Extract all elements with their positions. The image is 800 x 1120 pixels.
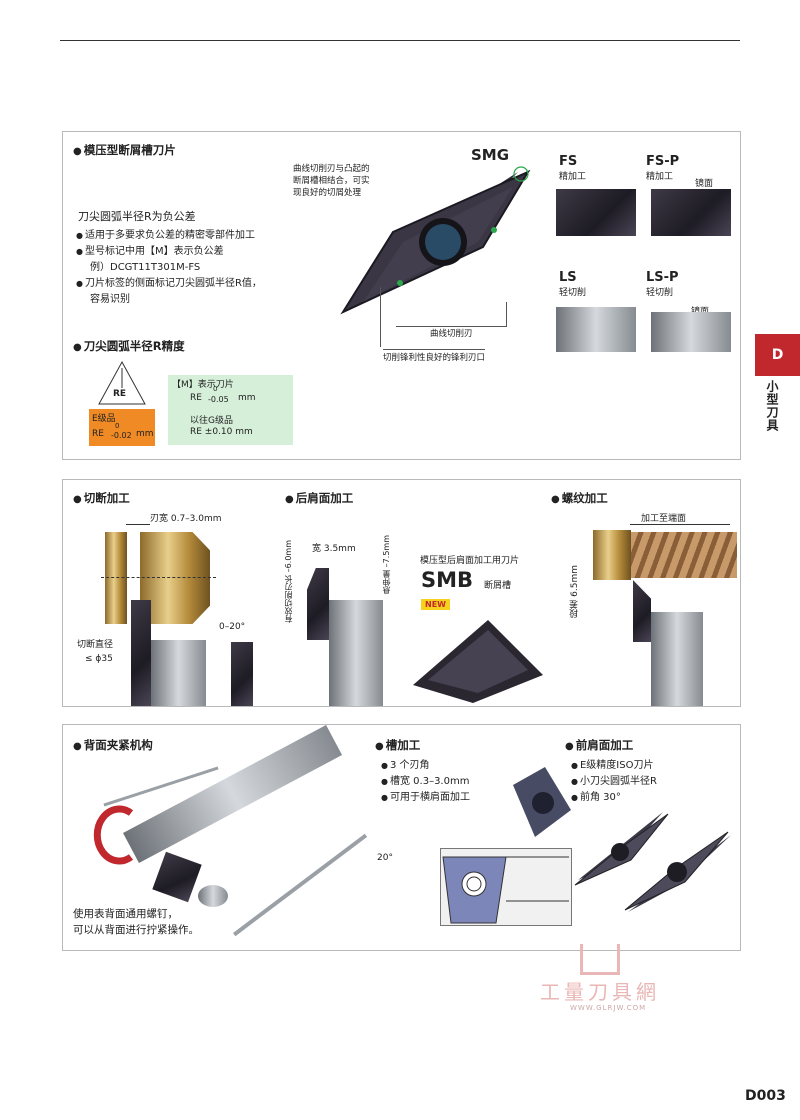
thread-blade	[633, 580, 651, 642]
smb-label: SMB	[421, 568, 474, 592]
grade-fs-p-image	[651, 189, 731, 236]
grade-ls-image	[556, 307, 636, 352]
clamp-screw	[198, 885, 228, 907]
back-blade	[307, 568, 329, 640]
m-grade-box: 【M】表示刀片 RE 0 -0.05 mm 以往G级品 RE ±0.10 mm	[168, 375, 293, 445]
clamp-holder-bar	[123, 725, 343, 864]
back-overhang: 悬伸量 –7.5mm	[382, 535, 391, 594]
smb-insert-image	[413, 620, 543, 703]
thread-holder	[651, 612, 703, 706]
groove-bullet-2: 槽宽 0.3–3.0mm	[381, 772, 469, 787]
page-number: D003	[745, 1088, 786, 1104]
watermark-logo-icon	[580, 944, 620, 975]
callout-top: 曲线切削刃与凸起的 断屑槽相结合，可实 现良好的切屑处理	[293, 164, 370, 198]
section-title-clamp: 背面夹紧机构	[73, 737, 153, 753]
re-triangle-icon	[98, 360, 146, 405]
front-bullet-3: 前角 30°	[571, 788, 621, 803]
callout-edge: 切削锋利性良好的锋利刃口	[383, 349, 486, 364]
groove-drawing	[440, 848, 572, 926]
grade-ls-p-image	[651, 312, 731, 352]
thread-end-line	[630, 524, 730, 525]
side-tab-text: 小型刀具	[765, 380, 779, 432]
groove-bullet-1: 3 个刃角	[381, 756, 430, 771]
back-length: 有效切削刃长 –6.0mm	[284, 540, 293, 623]
grade-ls-p: LS-P 轻切削	[646, 270, 679, 298]
watermark-url: WWW.GLRJW.COM	[570, 1004, 647, 1012]
bullet-2-example: 例）DCGT11T301M-FS	[90, 262, 201, 273]
front-bullet-1: E级精度ISO刀片	[571, 756, 654, 771]
rotate-arrow-icon	[93, 805, 134, 865]
cutoff-angle-blade	[231, 642, 253, 706]
cutoff-axis	[101, 577, 216, 578]
section-title-thread: 螺纹加工	[551, 490, 608, 506]
bullet-3: 刀片标签的侧面标记刀尖圆弧半径R值，	[76, 274, 262, 289]
section-title-groove: 槽加工	[375, 737, 421, 753]
smg-label: SMG	[471, 146, 510, 164]
bullet-3-cont: 容易识别	[90, 294, 130, 305]
clamp-insert	[152, 851, 202, 903]
cutoff-blade	[131, 600, 151, 706]
panel-molded-insert: 模压型断屑槽刀片 刀尖圆弧半径R为负公差 适用于多要求负公差的精密零部件加工 型…	[62, 131, 741, 460]
grade-fs-p-note: 镜面	[695, 179, 714, 189]
new-badge: NEW	[421, 599, 450, 610]
groove-bullet-3: 可用于横肩面加工	[381, 788, 470, 803]
grade-fs-p: FS-P 精加工	[646, 154, 680, 182]
cutoff-width-line	[126, 524, 150, 525]
side-tab[interactable]: D	[755, 334, 800, 376]
bullet-2: 型号标记中用【M】表示负公差	[76, 242, 224, 257]
thread-teeth	[631, 532, 737, 578]
hex-key-large	[233, 833, 368, 937]
back-width: 宽 3.5mm	[312, 544, 356, 554]
callout-dot-1	[397, 280, 403, 286]
top-rule	[60, 40, 740, 41]
watermark-text: 工量刀具網	[540, 980, 660, 1004]
callout-dot-2	[491, 227, 497, 233]
groove-insert-image	[513, 767, 571, 837]
groove-angle: 20°	[377, 853, 393, 863]
grade-fs: FS 精加工	[559, 154, 587, 182]
section-title-back: 后肩面加工	[285, 490, 354, 506]
callout-curve-line	[396, 302, 507, 327]
callout-edge-line	[380, 287, 381, 347]
smg-insert-image	[340, 166, 531, 315]
section-title-front: 前肩面加工	[565, 737, 634, 753]
thread-end: 加工至端面	[641, 514, 687, 524]
re-label: RE	[113, 389, 127, 399]
front-bullet-2: 小刀尖圆弧半径R	[571, 772, 657, 787]
grade-fs-image	[556, 189, 636, 236]
front-inserts-image	[574, 812, 731, 912]
callout-curve: 曲线切削刃	[430, 329, 473, 339]
section-title-cutoff: 切断加工	[73, 490, 130, 506]
thread-shaft	[593, 530, 631, 580]
smb-caption: 模压型后肩面加工用刀片	[420, 556, 520, 566]
grade-ls: LS 轻切削	[559, 270, 587, 298]
cutoff-bar-right	[140, 532, 210, 624]
section-title-radius: 刀尖圆弧半径R精度	[73, 338, 185, 354]
section-title-molded: 模压型断屑槽刀片	[73, 142, 176, 158]
panel-machining-types: 切断加工 刃宽 0.7–3.0mm 切断直径 ≤ ϕ35 0–20° 后肩面加工…	[62, 479, 741, 707]
subtitle-negative: 刀尖圆弧半径R为负公差	[78, 210, 196, 223]
e-grade-box: E级品 RE 0 -0.02 mm	[89, 409, 155, 446]
smb-sub: 断屑槽	[484, 581, 512, 591]
thread-step: 段差 6.5mm	[570, 565, 580, 618]
back-holder	[329, 600, 383, 706]
cutoff-diameter: 切断直径 ≤ ϕ35	[77, 640, 114, 664]
cutoff-width-label: 刃宽 0.7–3.0mm	[150, 514, 222, 524]
cutoff-angle: 0–20°	[219, 622, 246, 632]
panel-clamp-groove: 背面夹紧机构 使用表背面通用螺钉， 可以从背面进行拧紧操作。 槽加工 3 个刃角…	[62, 724, 741, 951]
clamp-note: 使用表背面通用螺钉， 可以从背面进行拧紧操作。	[73, 908, 199, 936]
bullet-1: 适用于多要求负公差的精密零部件加工	[76, 226, 255, 241]
cutoff-bar-left	[105, 532, 127, 624]
cutoff-holder	[151, 640, 206, 706]
